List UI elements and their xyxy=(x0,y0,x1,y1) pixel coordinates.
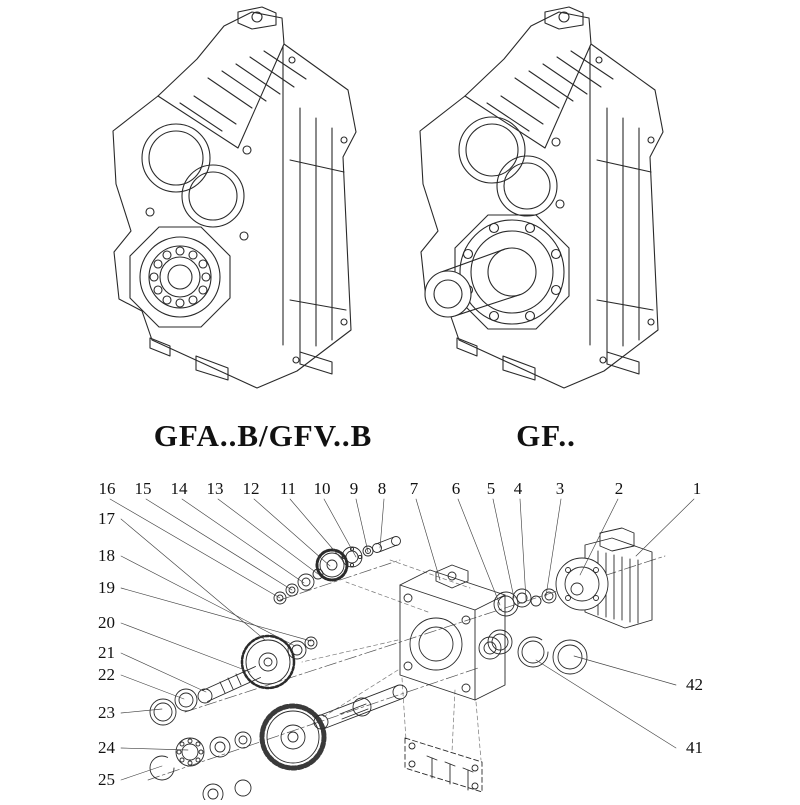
part-number-23: 23 xyxy=(98,703,115,722)
part-number-19: 19 xyxy=(98,578,115,597)
part-number-9: 9 xyxy=(350,479,359,498)
part-number-12: 12 xyxy=(243,479,260,498)
part-number-14: 14 xyxy=(171,479,189,498)
part-number-7: 7 xyxy=(410,479,419,498)
part-number-21: 21 xyxy=(98,643,115,662)
part-number-10: 10 xyxy=(314,479,331,498)
part-number-callouts: 16 15 14 13 12 11 10 9 8 7 6 5 4 3 2 1 1… xyxy=(98,479,703,789)
part-number-41: 41 xyxy=(686,738,703,757)
gearbox-drawing-gf xyxy=(419,6,664,389)
part-number-13: 13 xyxy=(207,479,224,498)
hollow-output-shaft xyxy=(313,684,408,730)
part-number-8: 8 xyxy=(378,479,387,498)
electric-motor xyxy=(555,527,653,629)
model-label-left: GFA..B/GFV..B xyxy=(153,418,373,453)
part-number-11: 11 xyxy=(280,479,296,498)
part-number-16: 16 xyxy=(99,479,116,498)
intermediate-parts xyxy=(273,536,401,605)
lifting-lug xyxy=(544,6,584,30)
part-number-4: 4 xyxy=(514,479,523,498)
part-number-1: 1 xyxy=(693,479,702,498)
part-number-42: 42 xyxy=(686,675,703,694)
gear-housing xyxy=(399,564,506,701)
output-bearing-set xyxy=(149,731,252,805)
part-number-6: 6 xyxy=(452,479,461,498)
cover-gasket xyxy=(404,737,483,793)
output-shaft xyxy=(424,248,521,318)
input-parts xyxy=(493,588,557,617)
part-number-24: 24 xyxy=(98,738,116,757)
exploded-view xyxy=(147,527,666,805)
output-rings xyxy=(487,629,588,675)
part-number-22: 22 xyxy=(98,665,115,684)
part-number-18: 18 xyxy=(98,546,115,565)
part-number-3: 3 xyxy=(556,479,565,498)
part-number-15: 15 xyxy=(135,479,152,498)
leader-lines xyxy=(109,498,695,781)
output-flange xyxy=(454,214,570,330)
second-stage-gear xyxy=(149,634,318,726)
lifting-lug xyxy=(237,6,277,30)
part-number-2: 2 xyxy=(615,479,624,498)
part-number-25: 25 xyxy=(98,770,115,789)
output-gear xyxy=(259,703,327,771)
part-number-17: 17 xyxy=(98,509,116,528)
part-number-20: 20 xyxy=(98,613,115,632)
output-bearing xyxy=(129,226,231,328)
gearbox-drawing-gfab-gfvb xyxy=(112,6,357,389)
part-number-5: 5 xyxy=(487,479,496,498)
model-label-right: GF.. xyxy=(516,418,576,453)
